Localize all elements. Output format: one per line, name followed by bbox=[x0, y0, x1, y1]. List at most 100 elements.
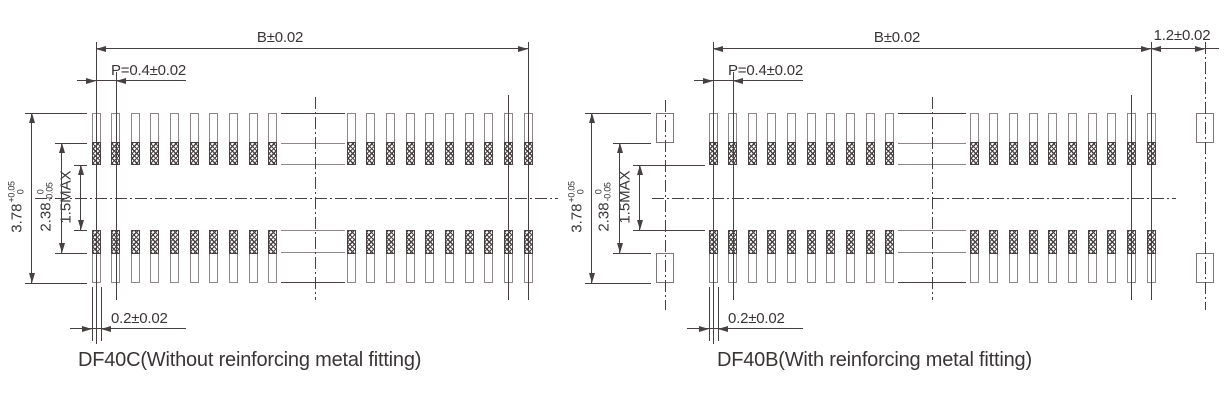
pad bbox=[1048, 230, 1058, 283]
pad bbox=[1107, 113, 1117, 165]
pad bbox=[826, 230, 836, 283]
dim-line-pad-width bbox=[687, 328, 803, 329]
pad bbox=[366, 230, 376, 283]
extension-line bbox=[74, 230, 87, 231]
pad bbox=[209, 113, 219, 165]
pad-solder-area bbox=[209, 142, 219, 165]
dim-label-pad-width: 0.2±0.02 bbox=[728, 310, 785, 327]
break-line bbox=[281, 113, 345, 114]
pad-solder-area bbox=[989, 230, 999, 254]
fitting-center-line bbox=[1205, 42, 1206, 310]
pad bbox=[268, 113, 278, 165]
pad-solder-area bbox=[787, 142, 797, 165]
pad-solder-area bbox=[248, 230, 258, 254]
tolerance-lower: 0 bbox=[576, 189, 586, 195]
pad bbox=[229, 113, 239, 165]
pad-solder-area bbox=[1048, 230, 1058, 254]
pad bbox=[366, 113, 376, 165]
arrowhead bbox=[86, 77, 96, 84]
pad-solder-area bbox=[1028, 230, 1038, 254]
pad bbox=[1067, 113, 1077, 165]
pad-solder-area bbox=[425, 142, 435, 165]
pad-solder-area bbox=[1107, 142, 1117, 165]
pad-solder-area bbox=[787, 230, 797, 254]
pad-solder-area bbox=[806, 230, 816, 254]
pad bbox=[826, 113, 836, 165]
pad-solder-area bbox=[846, 230, 856, 254]
pad-solder-area bbox=[1087, 142, 1097, 165]
pad-solder-area bbox=[346, 230, 356, 254]
pad-solder-area bbox=[464, 142, 474, 165]
dim-line-pitch bbox=[77, 80, 186, 81]
dim-line-pad-width bbox=[70, 328, 186, 329]
pad-solder-area bbox=[366, 230, 376, 254]
pad bbox=[209, 230, 219, 283]
pad-solder-area bbox=[885, 230, 895, 254]
pad bbox=[346, 113, 356, 165]
dim-line-height-total bbox=[31, 113, 32, 283]
extension-line bbox=[717, 287, 719, 341]
extension-line bbox=[585, 283, 651, 284]
pad-solder-area bbox=[111, 142, 121, 165]
pad bbox=[405, 230, 415, 283]
pad bbox=[484, 230, 494, 283]
pad bbox=[1067, 230, 1077, 283]
pad2-centerline-extension bbox=[732, 72, 734, 300]
arrowhead bbox=[28, 273, 35, 283]
break-line bbox=[281, 282, 345, 283]
pad bbox=[885, 113, 895, 165]
pad-solder-area bbox=[229, 142, 239, 165]
extension-line bbox=[100, 287, 102, 341]
pad bbox=[444, 113, 454, 165]
pad bbox=[865, 113, 875, 165]
arrowhead bbox=[1195, 45, 1205, 52]
break-line bbox=[281, 252, 345, 253]
pad-solder-area bbox=[130, 142, 140, 165]
pad-solder-area bbox=[1048, 142, 1058, 165]
arrowhead bbox=[96, 45, 106, 52]
pad-solder-area bbox=[209, 230, 219, 254]
pad bbox=[111, 230, 121, 283]
extension-line bbox=[633, 165, 705, 166]
arrowhead bbox=[732, 77, 743, 84]
arrowhead bbox=[518, 45, 528, 52]
pad-solder-area bbox=[405, 142, 415, 165]
pad1-centerline-extension bbox=[96, 42, 97, 344]
pad bbox=[806, 113, 816, 165]
pad bbox=[969, 113, 979, 165]
tolerance-stack: 0 -0.05 bbox=[594, 182, 614, 202]
pad-solder-area bbox=[444, 230, 454, 254]
arrowhead bbox=[28, 113, 35, 123]
extension-line bbox=[585, 113, 651, 114]
pad bbox=[189, 230, 199, 283]
dim-label-pitch: P=0.4±0.02 bbox=[728, 62, 804, 79]
tolerance-lower: -0.05 bbox=[603, 182, 613, 202]
pad-solder-area bbox=[767, 142, 777, 165]
pad-solder-area bbox=[268, 230, 278, 254]
pad bbox=[865, 230, 875, 283]
pad bbox=[846, 230, 856, 283]
pad bbox=[346, 230, 356, 283]
pad-solder-area bbox=[865, 142, 875, 165]
pad bbox=[1028, 230, 1038, 283]
arrowhead bbox=[588, 113, 595, 123]
pad bbox=[425, 230, 435, 283]
extension-line bbox=[613, 143, 651, 144]
pad bbox=[787, 230, 797, 283]
break-line bbox=[281, 143, 345, 144]
dim-line-height-total bbox=[591, 113, 592, 283]
pad-solder-area bbox=[846, 142, 856, 165]
pad bbox=[248, 113, 258, 165]
extension-line bbox=[25, 283, 87, 284]
pad bbox=[268, 230, 278, 283]
dim-line-height-pad-span bbox=[619, 143, 620, 253]
figure-caption: DF40C(Without reinforcing metal fitting) bbox=[78, 349, 422, 371]
pad bbox=[229, 230, 239, 283]
pad-solder-area bbox=[1008, 142, 1018, 165]
dim-line-inner-gap bbox=[639, 165, 640, 230]
pad-solder-area bbox=[150, 230, 160, 254]
pad bbox=[767, 113, 777, 165]
pad bbox=[1087, 113, 1097, 165]
pad-solder-area bbox=[346, 142, 356, 165]
arrowhead bbox=[115, 77, 126, 84]
